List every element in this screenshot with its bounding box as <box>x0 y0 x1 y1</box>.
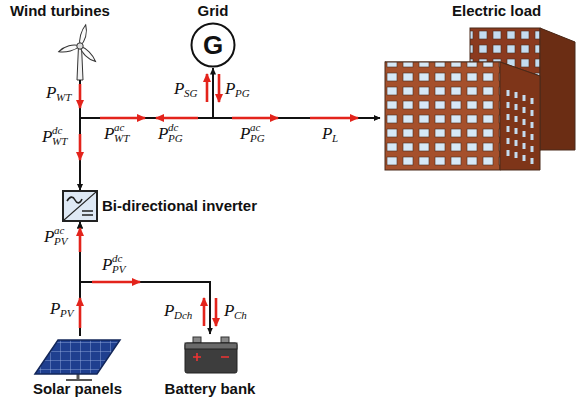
power-label: P <box>46 84 56 101</box>
power-label: P <box>174 80 184 97</box>
wind-turbine-icon <box>58 24 97 80</box>
power-label: P <box>164 302 174 319</box>
battery-node: Battery bank <box>155 334 265 398</box>
wind-turbine-node: Wind turbines <box>10 2 150 80</box>
power-label: Dch <box>174 310 192 321</box>
node-label: Electric load <box>452 3 541 20</box>
power-wire <box>213 68 380 118</box>
power-label: WT <box>114 133 129 144</box>
power-label: Ch <box>234 310 247 321</box>
power-label: P <box>224 302 234 319</box>
power-label: P <box>322 125 332 142</box>
building-icon <box>385 28 575 170</box>
power-label: PG <box>235 88 250 99</box>
power-label: PV <box>54 236 67 247</box>
power-label: SG <box>184 88 197 99</box>
power-label: PV <box>60 308 73 319</box>
power-label: L <box>332 133 338 144</box>
power-label: PG <box>250 133 265 144</box>
power-wire <box>80 222 210 334</box>
battery-icon <box>185 337 237 373</box>
power-label: P <box>42 128 52 145</box>
node-label: Bi-directional inverter <box>102 198 257 215</box>
grid-symbol-letter: G <box>203 31 223 60</box>
power-label: P <box>50 300 60 317</box>
electric-load-node: Electric load <box>380 2 578 172</box>
power-label: ac <box>54 225 64 236</box>
power-label: P <box>225 80 235 97</box>
node-label: Grid <box>198 3 229 20</box>
power-label: dc <box>112 253 122 264</box>
power-label: dc <box>168 122 178 133</box>
power-label: WT <box>56 92 71 103</box>
power-label: PG <box>168 133 183 144</box>
solar-panel-node: Solar panels <box>25 336 130 398</box>
power-label: P <box>104 125 114 142</box>
inverter-box: Bi-directional inverter <box>62 190 98 222</box>
node-label: Battery bank <box>165 381 256 398</box>
inverter-symbol <box>64 192 96 220</box>
power-label: dc <box>52 125 62 136</box>
power-wire <box>80 68 213 190</box>
grid-node: GridG <box>188 2 238 68</box>
power-label: P <box>158 125 168 142</box>
power-label: P <box>240 125 250 142</box>
power-label: P <box>44 228 54 245</box>
power-wire <box>80 282 210 336</box>
flow-arrow <box>80 74 358 328</box>
power-label: P <box>102 256 112 273</box>
solar-panel-icon <box>35 340 120 380</box>
power-label: WT <box>52 136 67 147</box>
power-label: ac <box>250 122 260 133</box>
power-label: ac <box>114 122 124 133</box>
node-label: Solar panels <box>33 381 122 398</box>
power-wire <box>80 80 380 118</box>
node-label: Wind turbines <box>10 3 110 20</box>
power-label: PV <box>112 264 125 275</box>
